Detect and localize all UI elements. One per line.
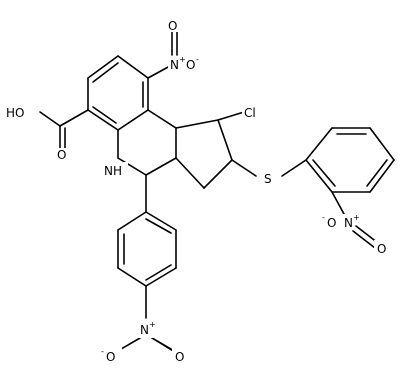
nitro-group-right: - O N + O	[322, 213, 390, 256]
nitro-bottom-o2: O	[175, 350, 184, 364]
nitro-right-o2: O	[377, 242, 386, 256]
nitro-top-o-charge: -	[196, 55, 199, 64]
nitro-right-n: N	[344, 216, 353, 230]
nitro-bottom-n-charge: +	[149, 320, 156, 329]
nitro-bottom-n: N	[140, 323, 149, 337]
nitro-top-n: N	[170, 58, 179, 72]
nitro-group-bottom: N + - O O	[100, 320, 188, 364]
nitro-top-o2: O	[168, 19, 177, 33]
nitro-right-o: O	[327, 216, 336, 230]
cl-label: Cl	[244, 106, 256, 120]
cooh-ho: HO	[6, 106, 24, 120]
nitro-top-n-charge: +	[179, 55, 186, 64]
cooh-o: O	[57, 148, 66, 162]
nh-label: NH	[104, 164, 122, 178]
amine-nh: NH	[102, 162, 128, 178]
s-label: S	[264, 172, 272, 186]
thioether-s: S	[259, 170, 279, 186]
nitro-right-n-charge: +	[353, 213, 360, 222]
carboxylic-acid-group: HO O	[4, 104, 70, 162]
nitro-bottom-o: O	[106, 350, 115, 364]
chloro-group: Cl	[242, 104, 266, 120]
nitro-bottom-o-charge: -	[101, 347, 104, 356]
nitro-top-o: O	[186, 58, 195, 72]
bond-lines	[39, 55, 395, 353]
nitro-right-o-charge: -	[322, 213, 325, 222]
nitro-group-top: N + O - O	[166, 18, 199, 72]
